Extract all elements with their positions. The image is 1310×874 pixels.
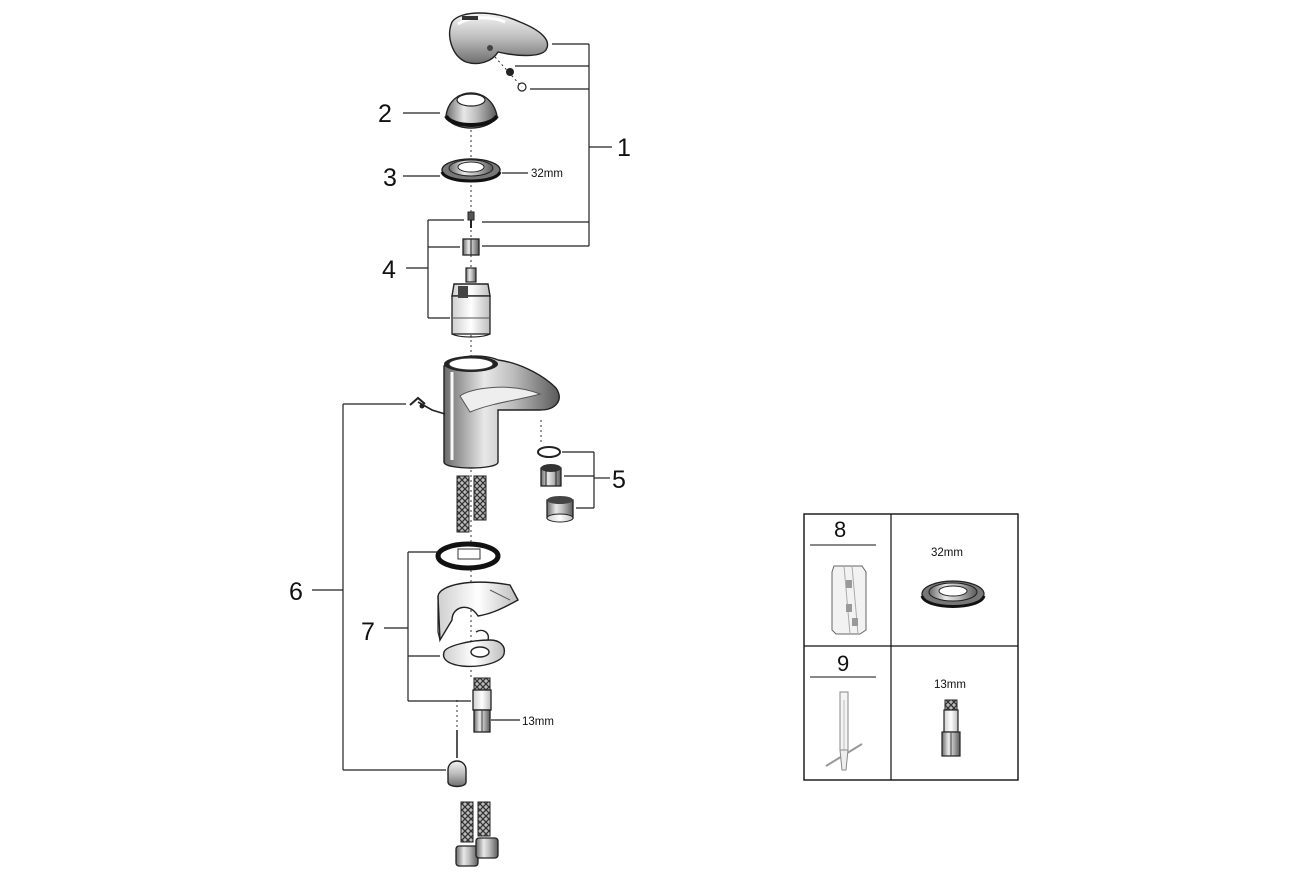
part-7-clamp-plate [437,581,519,643]
part-4-cartridge [451,267,491,338]
callout-5: 5 [612,466,626,494]
part-5-aerator-housing [546,496,574,523]
part-5-washer [537,446,561,458]
tool-8-socket-wrench-icon [831,565,867,635]
leader-6 [312,403,446,771]
callout-3: 3 [383,164,397,192]
part-6-popup-knob [447,730,467,788]
callout-1: 1 [617,134,631,162]
part-4-screw [467,211,475,228]
tool-8-number: 8 [834,517,846,542]
part-7-threaded-stud [472,677,492,733]
leader-4 [406,219,464,319]
popup-rod-link [409,396,446,415]
leader-5 [562,451,610,509]
part-7-gasket-ring [435,541,501,571]
supply-hoses-lower [455,801,499,867]
callout-7: 7 [361,618,375,646]
tool-8-ring-nut-icon [920,580,986,608]
stud-nut-size-label: 13mm [522,716,554,728]
leader-7 [384,551,471,702]
callout-2: 2 [378,100,392,128]
tools-table [803,513,1019,781]
part-2-dome-cover [444,92,499,129]
handle-screw-cap [494,56,527,92]
part-3-ring-nut [440,158,502,183]
tool-9-hex-key-icon [825,691,863,771]
tool-8-size-label: 32mm [931,547,963,559]
callout-6: 6 [289,578,303,606]
leader-3 [403,172,528,177]
part-5-aerator-insert [540,464,562,487]
leader-1 [482,43,612,247]
part-7-crescent-washer [442,629,506,668]
part-4-adapter [462,238,480,256]
tool-9-number: 9 [837,651,849,676]
tool-9-stud-icon [941,699,961,757]
callout-4: 4 [382,256,396,284]
supply-hoses-upper [456,475,487,533]
faucet-body [443,355,560,469]
tool-9-size-label: 13mm [934,679,966,691]
ring-nut-size-label: 32mm [531,168,563,180]
lever-handle [448,12,549,65]
